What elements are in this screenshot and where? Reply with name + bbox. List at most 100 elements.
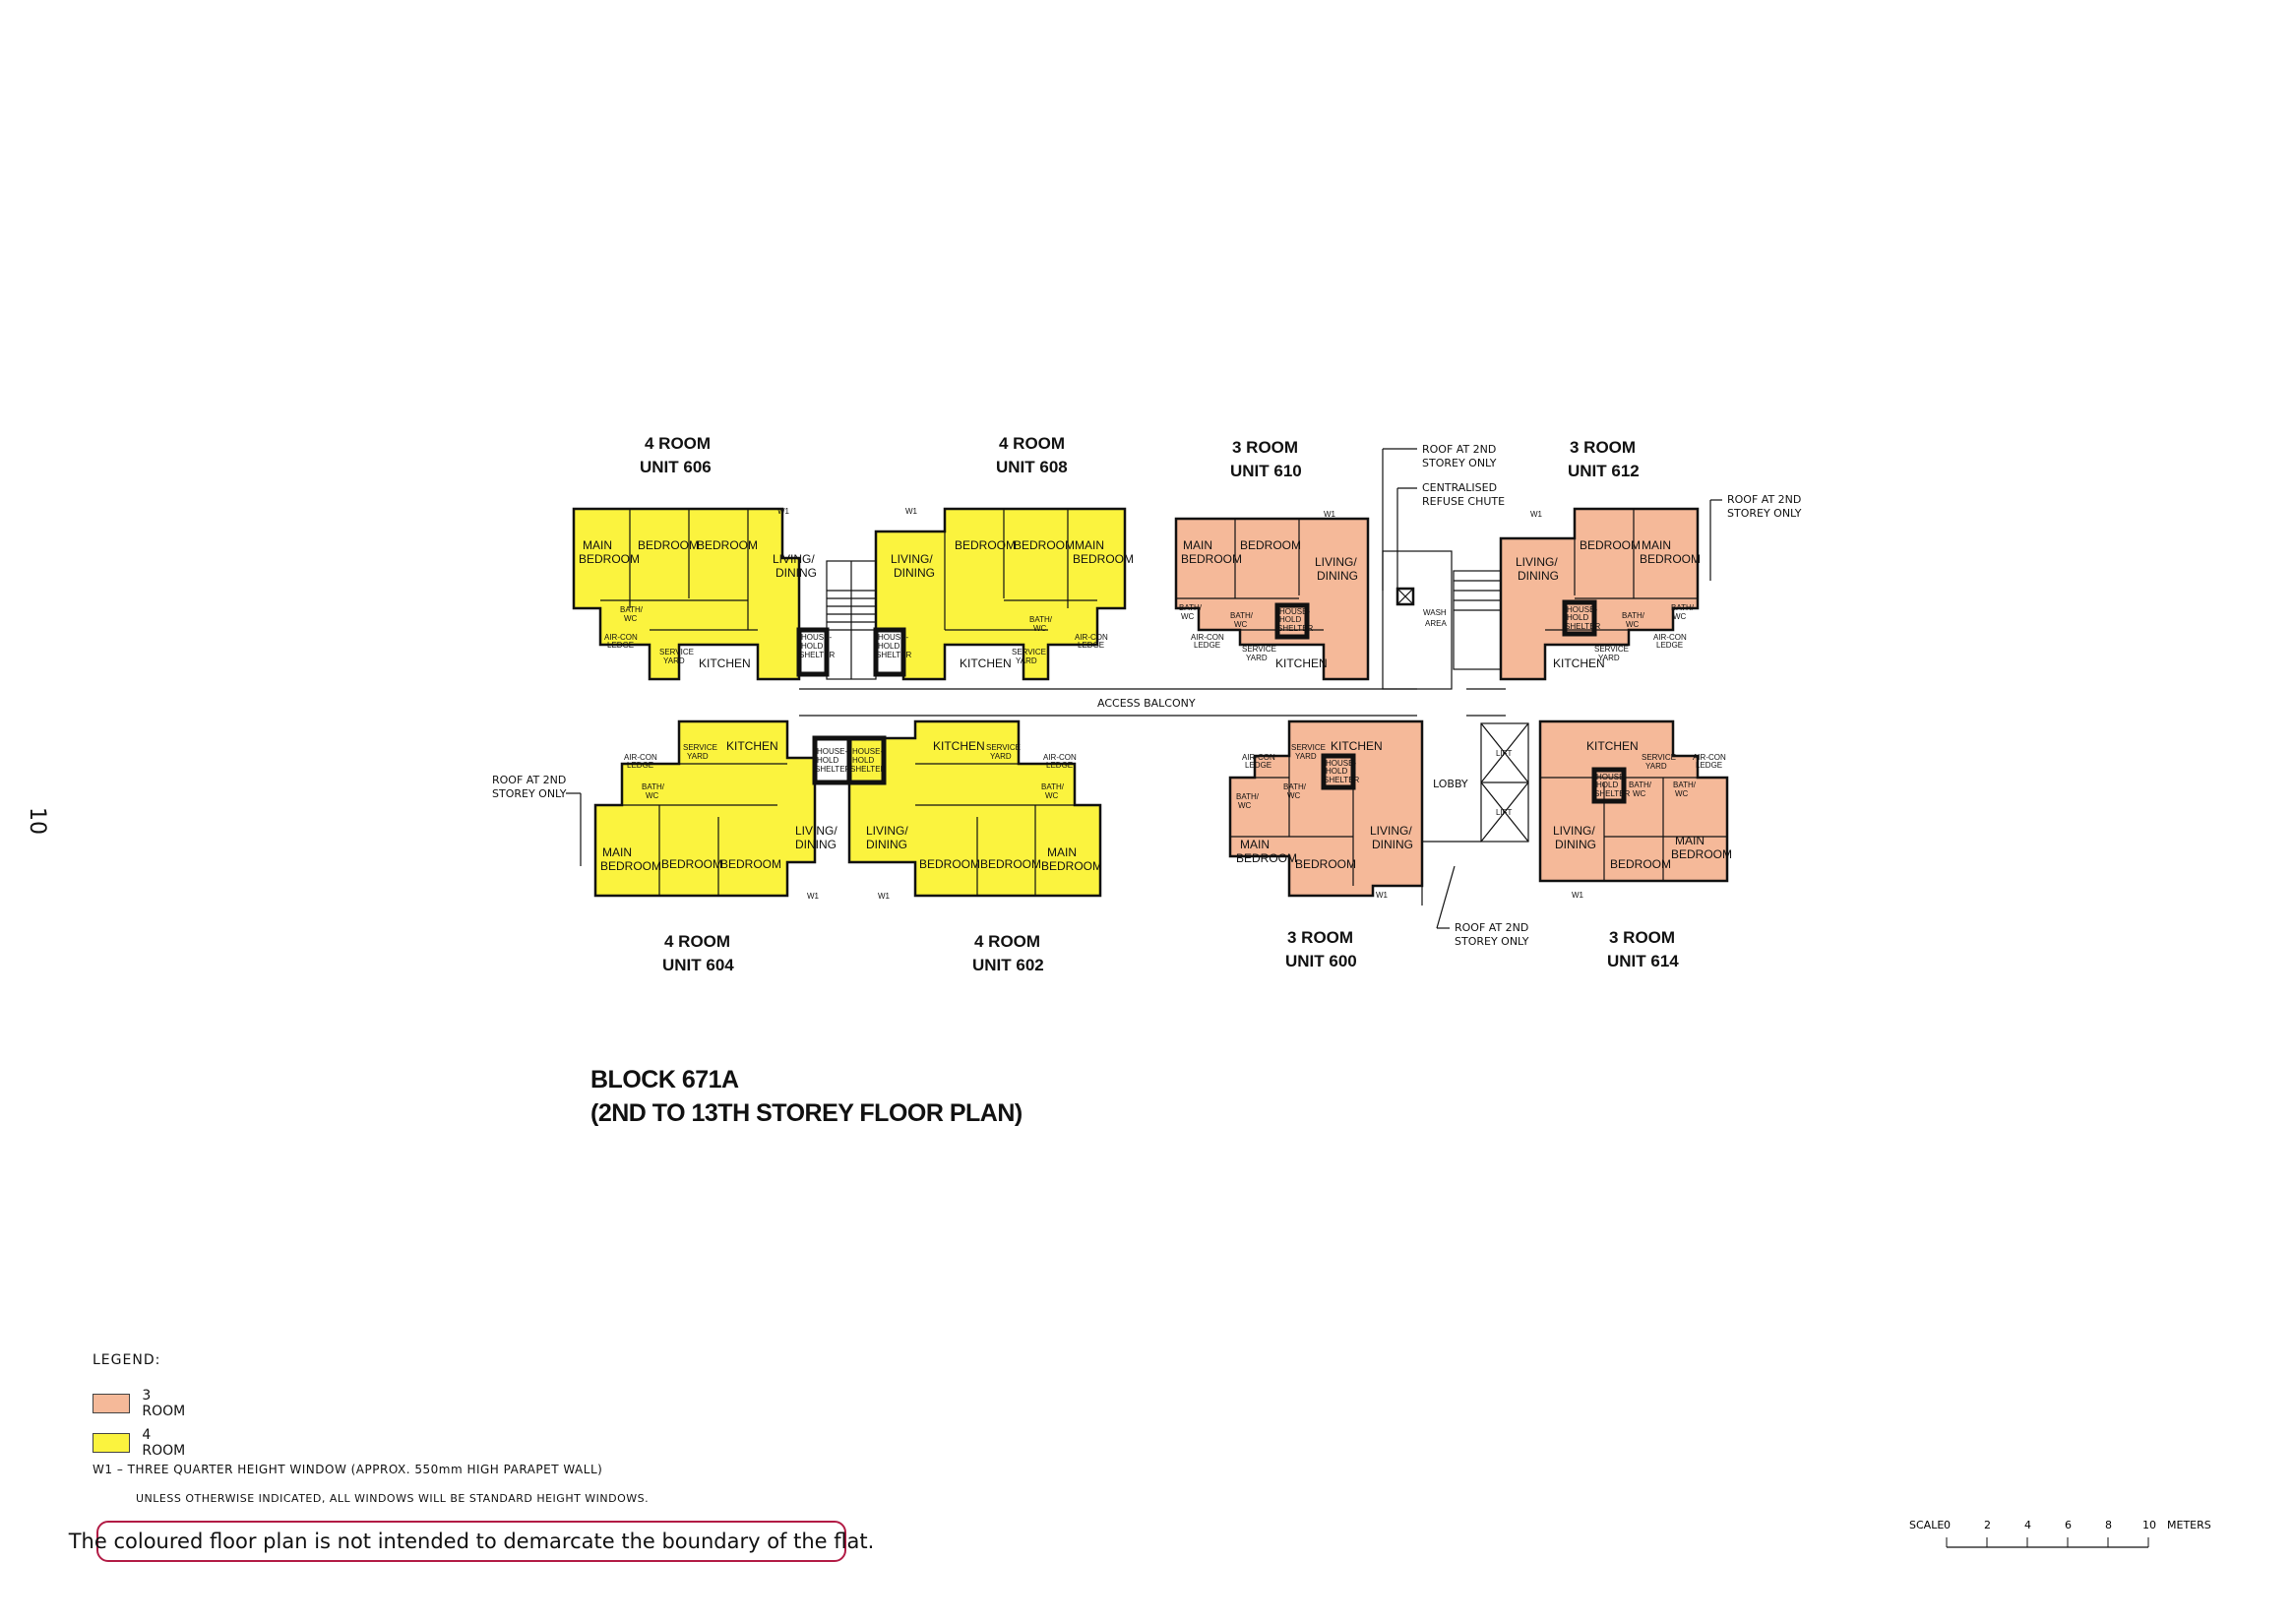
wash-area: WASH AREA — [1382, 550, 1502, 690]
unit-610-aircon-label-1: AIR-CON — [1191, 633, 1224, 642]
unit-610-aircon-label-2: LEDGE — [1194, 641, 1220, 650]
legend-item-4-room: 4 ROOM — [93, 1427, 191, 1459]
unit-608-kitchen-label: KITCHEN — [960, 656, 1012, 670]
legend-title: LEGEND: — [93, 1352, 161, 1368]
unit-606-window-label: W1 — [777, 507, 790, 516]
block-title-line-1: BLOCK 671A — [590, 1066, 739, 1093]
unit-600-service-label-1: SERVICE — [1291, 743, 1326, 752]
unit-610-kitchen-label: KITCHEN — [1275, 656, 1328, 670]
unit-600-shelter-label-3: SHELTER — [1324, 776, 1360, 784]
unit-606-shelter-label-2: HOLD — [801, 642, 823, 651]
unit-606-bedroom-label: BEDROOM — [638, 538, 699, 552]
unit-606-aircon-label-1: AIR-CON — [604, 633, 638, 642]
unit-610-shelter-label-3: SHELTER — [1277, 624, 1314, 633]
unit-608-shelter-label-3: SHELTER — [876, 651, 912, 659]
access-balcony-label: ACCESS BALCONY — [1097, 697, 1196, 710]
unit-610-living-label-1: LIVING/ — [1315, 555, 1357, 569]
unit-606-bath-label-2: WC — [624, 614, 638, 623]
unit-604-aircon-label-2: LEDGE — [627, 761, 653, 770]
unit-614-bath-label-1: BATH/ — [1673, 781, 1697, 789]
unit-600-bath-2-label-1: BATH/ — [1283, 782, 1307, 791]
unit-614-window-label: W1 — [1572, 891, 1584, 900]
unit-614-living-label-2: DINING — [1555, 838, 1596, 851]
unit-604-type: 4 ROOM — [664, 932, 730, 951]
unit-612-bath-2-label-2: WC — [1673, 612, 1687, 621]
unit-608-aircon-label-1: AIR-CON — [1075, 633, 1108, 642]
legend-note-w1: W1 – THREE QUARTER HEIGHT WINDOW (APPROX… — [93, 1463, 603, 1476]
unit-610-bath-label-2: WC — [1181, 612, 1195, 621]
lobby-label: LOBBY — [1433, 778, 1468, 790]
unit-606-service-label-1: SERVICE — [659, 648, 694, 656]
unit-604-service-label-1: SERVICE — [683, 743, 717, 752]
roof-note-3-line-1: ROOF AT 2ND — [492, 774, 566, 786]
unit-606-shelter-label-3: SHELTER — [799, 651, 836, 659]
unit-608-number: UNIT 608 — [996, 458, 1068, 476]
unit-602-shelter-label-2: HOLD — [852, 756, 874, 765]
roof-note-4-line-1: ROOF AT 2ND — [1455, 921, 1528, 934]
unit-604-main-bedroom-label-1: MAIN — [602, 845, 632, 859]
unit-612-window-label: W1 — [1530, 510, 1543, 519]
wash-area-label-2: AREA — [1425, 619, 1447, 628]
unit-612-kitchen-label: KITCHEN — [1553, 656, 1605, 670]
unit-604-shelter-label-2: HOLD — [817, 756, 838, 765]
unit-614-bath-2-label-2: WC — [1633, 789, 1646, 798]
core-and-corridor: ACCESS BALCONY WASH AREA LIFT L — [492, 443, 1802, 948]
unit-610-type: 3 ROOM — [1232, 438, 1298, 457]
unit-610-service-label-2: YARD — [1246, 654, 1268, 662]
unit-608-shelter-label-1: HOUSE- — [878, 633, 908, 642]
unit-614-shelter-label-3: SHELTER — [1594, 789, 1631, 798]
unit-614-bath-2-label-1: BATH/ — [1629, 781, 1652, 789]
roof-note-1-line-1: ROOF AT 2ND — [1422, 443, 1496, 456]
unit-612-shelter-label-1: HOUSE- — [1567, 605, 1597, 614]
scale-unit: METERS — [2167, 1519, 2211, 1531]
unit-604-service-label-2: YARD — [687, 752, 709, 761]
unit-608-window-label: W1 — [905, 507, 918, 516]
unit-606-main-bedroom-label-1: MAIN — [583, 538, 612, 552]
unit-606-aircon-label-2: LEDGE — [607, 641, 634, 650]
unit-612-shelter-label-3: SHELTER — [1565, 622, 1601, 631]
unit-602-plan: LIVING/ DINING BEDROOM BEDROOM MAIN BEDR… — [846, 719, 1102, 901]
unit-606-service-label-2: YARD — [663, 656, 685, 665]
unit-608-bath-label-2: WC — [1033, 624, 1047, 633]
scale-label: SCALE — [1909, 1519, 1944, 1531]
unit-608-type: 4 ROOM — [999, 434, 1065, 453]
scale-tick-10: 10 — [2142, 1519, 2156, 1531]
unit-612-aircon-label-2: LEDGE — [1656, 641, 1683, 650]
legend-swatch-4-room — [93, 1433, 131, 1453]
scale-tick-6: 6 — [2065, 1519, 2072, 1531]
unit-604-kitchen-label: KITCHEN — [726, 739, 778, 753]
unit-602-main-bedroom-label-2: BEDROOM — [1041, 859, 1102, 873]
unit-614-kitchen-label: KITCHEN — [1586, 739, 1639, 753]
unit-602-shelter-label-3: SHELTER — [850, 765, 887, 774]
unit-604-window-label: W1 — [807, 892, 820, 901]
unit-610-plan: MAIN BEDROOM BEDROOM LIVING/ DINING KITC… — [1174, 510, 1370, 681]
unit-600-main-bedroom-label-1: MAIN — [1240, 838, 1270, 851]
scale-tick-2: 2 — [1984, 1519, 1991, 1531]
unit-612-plan: LIVING/ DINING BEDROOM MAIN BEDROOM KITC… — [1499, 507, 1701, 681]
unit-604-main-bedroom-label-2: BEDROOM — [600, 859, 661, 873]
lift-1-label: LIFT — [1496, 749, 1513, 758]
unit-610-living-label-2: DINING — [1317, 569, 1358, 583]
roof-callouts: ROOF AT 2ND STOREY ONLY CENTRALISED REFU… — [492, 443, 1802, 948]
unit-600-window-label: W1 — [1376, 891, 1389, 900]
legend-label-4-room: 4 ROOM — [142, 1427, 186, 1459]
unit-titles: 4 ROOM UNIT 606 4 ROOM UNIT 608 3 ROOM U… — [640, 434, 1679, 974]
disclaimer: The coloured floor plan is not intended … — [69, 1521, 874, 1562]
unit-606-main-bedroom-label-2: BEDROOM — [579, 552, 640, 566]
unit-608-main-bedroom-label-1: MAIN — [1075, 538, 1104, 552]
unit-602-number: UNIT 602 — [972, 956, 1044, 974]
unit-600-bath-2-label-2: WC — [1287, 791, 1301, 800]
unit-600-living-label-2: DINING — [1372, 838, 1413, 851]
unit-600-number: UNIT 600 — [1285, 952, 1357, 970]
unit-612-living-label-1: LIVING/ — [1516, 555, 1558, 569]
unit-600-living-label-1: LIVING/ — [1370, 824, 1412, 838]
unit-608-living-label-2: DINING — [894, 566, 935, 580]
scale-tick-8: 8 — [2105, 1519, 2112, 1531]
unit-614-shelter-label-1: HOUSE- — [1596, 773, 1627, 781]
unit-602-bedroom-2-label: BEDROOM — [980, 857, 1041, 871]
unit-610-window-label: W1 — [1324, 510, 1336, 519]
unit-604-living-label-2: DINING — [795, 838, 837, 851]
unit-614-plan: LIVING/ DINING BEDROOM MAIN BEDROOM KITC… — [1538, 719, 1732, 900]
unit-600-main-bedroom-label-2: BEDROOM — [1236, 851, 1297, 865]
unit-608-bath-label-1: BATH/ — [1029, 615, 1053, 624]
